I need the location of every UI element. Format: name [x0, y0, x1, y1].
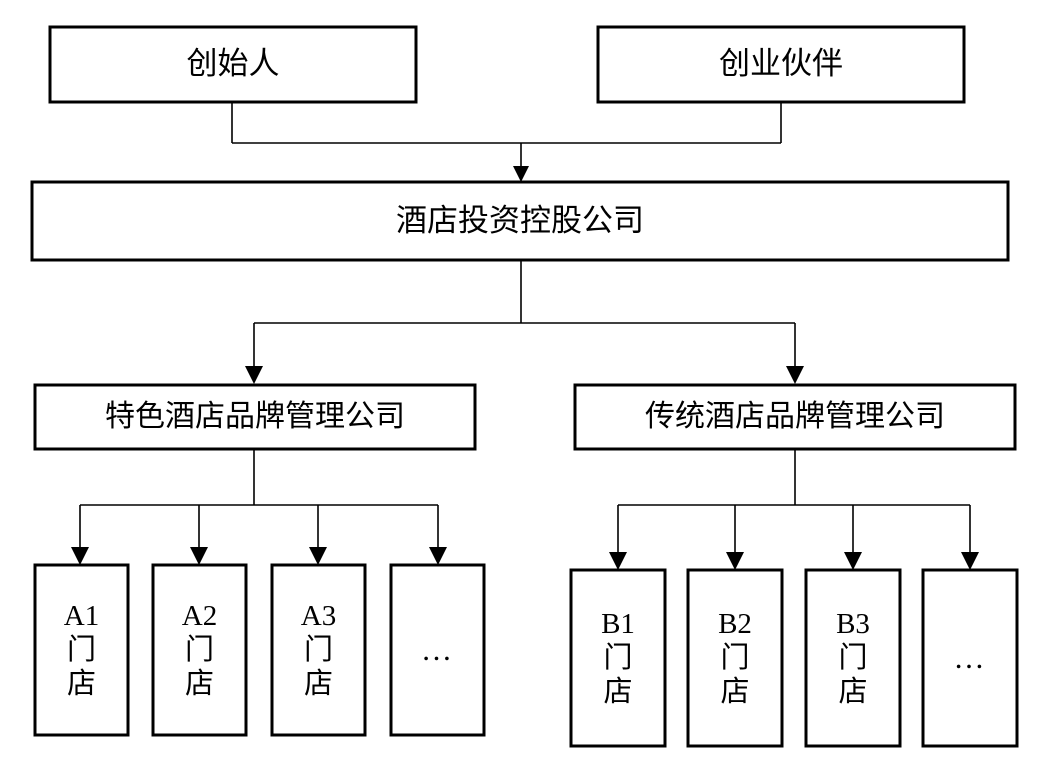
node-box-founder[interactable] — [48, 25, 418, 104]
arrowhead-to-b1 — [609, 552, 627, 570]
arrowhead-to-b-more — [961, 552, 979, 570]
node-box-partner[interactable] — [596, 25, 966, 104]
node-box-store-a3[interactable] — [270, 563, 367, 737]
arrowhead-to-b2 — [726, 552, 744, 570]
node-box-brand-traditional[interactable] — [573, 383, 1017, 451]
node-box-store-b1[interactable] — [569, 568, 667, 748]
node-box-brand-boutique[interactable] — [33, 383, 477, 451]
arrowhead-to-b3 — [844, 552, 862, 570]
node-box-store-b-more[interactable] — [921, 568, 1019, 748]
node-box-store-a-more[interactable] — [389, 563, 486, 737]
node-box-store-b3[interactable] — [804, 568, 902, 748]
arrowhead-to-a1 — [71, 547, 89, 565]
arrowhead-to-a3 — [309, 547, 327, 565]
node-box-store-a2[interactable] — [151, 563, 248, 737]
arrowhead-to-holding — [513, 166, 529, 182]
arrowhead-to-traditional — [786, 366, 804, 384]
node-box-store-a1[interactable] — [33, 563, 130, 737]
arrowhead-to-a2 — [190, 547, 208, 565]
node-box-store-b2[interactable] — [686, 568, 784, 748]
arrowhead-to-a-more — [429, 547, 447, 565]
node-box-holding[interactable] — [30, 180, 1010, 262]
arrowhead-to-boutique — [245, 366, 263, 384]
